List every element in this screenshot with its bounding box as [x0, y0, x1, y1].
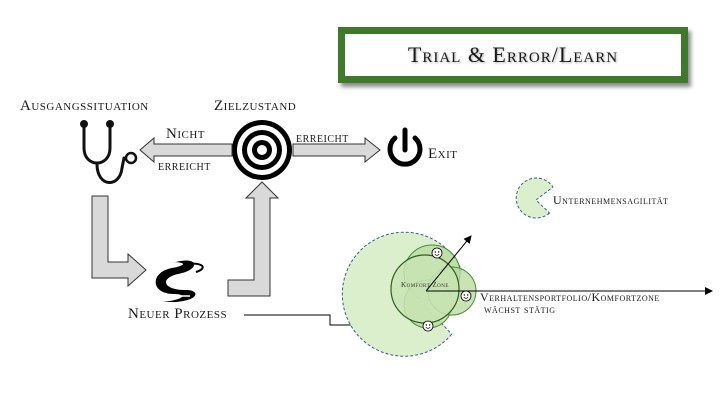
label-not-reached: erreicht [158, 159, 211, 174]
label-goal-state: Zielzustand [214, 98, 297, 114]
winding-road-icon [155, 260, 204, 302]
label-agility: Unternehmensagilität [553, 193, 669, 207]
title-box: Trial & Error/Learn [338, 27, 688, 83]
page-title: Trial & Error/Learn [407, 42, 619, 67]
arrow-process-to-goal [227, 181, 280, 297]
label-reached: erreicht [296, 131, 349, 146]
label-exit: Exit [428, 146, 458, 162]
small-agility-shape [515, 177, 554, 219]
label-comfort-zone: Komfort Zone [401, 281, 449, 289]
smiley-icon [422, 320, 434, 332]
smiley-icon [460, 290, 472, 302]
arrow-start-to-process [91, 195, 147, 288]
label-start-state: Ausgangssituation [20, 98, 149, 114]
arrow-not-reached [139, 136, 233, 164]
smiley-icon [431, 247, 443, 259]
label-not: Nicht [166, 126, 205, 142]
stethoscope-icon [80, 120, 138, 184]
label-grows: wächst stätig [484, 304, 556, 316]
growth-arrow-up [425, 235, 472, 292]
arrow-reached [292, 136, 381, 164]
power-icon [387, 127, 423, 167]
target-icon [232, 120, 292, 180]
label-portfolio: Verhaltensportfolio/Komfortzone [480, 290, 660, 304]
label-new-process: Neuer Prozess [128, 306, 228, 322]
